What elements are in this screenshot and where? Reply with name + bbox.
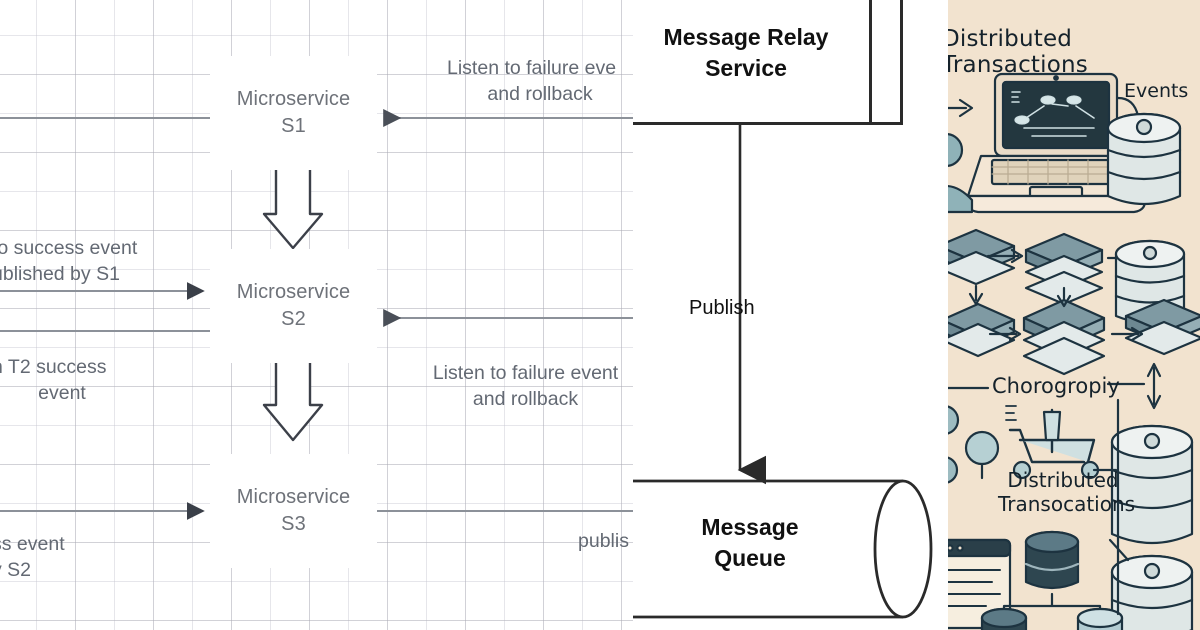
node-microservice-s2[interactable]: Microservice S2 [210,249,377,363]
browser-window-icon [948,538,1012,630]
arrow-icon-left [948,98,974,118]
stacked-layers-icon-1 [948,228,1016,286]
double-arrow-icon [1146,362,1162,410]
node-s3-line1: Microservice [236,486,351,508]
label-s2-publish-t2-line1: h T2 success [0,356,107,378]
relay-box-divider [869,0,872,125]
queue-label-line2: Queue [714,545,786,572]
node-s3-line2: S3 [281,513,306,535]
stacked-layers-icon-5 [1124,298,1200,356]
relay-label-line2: Service [705,54,787,81]
illustration-title: Distributed Transactions [948,26,1088,78]
person-icon [948,133,974,214]
label-s1-listen-failure-line2: and rollback [487,82,593,105]
label-s2-listen-success-line1: to success event [0,237,138,259]
stacked-layers-icon-4 [1022,298,1106,376]
node-s2-line2: S2 [281,308,306,330]
queue-label-line1: Message [701,514,799,540]
node-s2-line1: Microservice [236,281,351,303]
label-s2-listen-failure-line2: and rollback [472,387,579,410]
message-relay-service-label: Message Relay Service [633,22,871,83]
label-s3-listen-success-line2: y S2 [0,558,32,581]
label-s2-publish-t2-line2: event [38,381,86,404]
illustration-graphics [948,0,1200,630]
relay-to-queue-connector [633,125,933,619]
message-relay-service-box[interactable] [633,0,903,125]
label-s2-listen-success: to success event ublished by S1 [0,236,137,288]
label-s3-listen-success-line1: ss event [0,533,65,555]
message-queue-label: Message Queue [633,512,875,574]
label-s3-listen-success: ss event y S2 [0,532,65,584]
illustration-distributed-label: Distributed Transocations [998,468,1136,516]
illustration-choreography-label: Chorogropiy [992,374,1120,398]
label-s2-listen-failure-line1: Listen to failure event [432,362,619,384]
illustration-events-label: Events [1124,80,1189,102]
distributed-transactions-illustration-panel: Distributed Transactions Events Chorogro… [948,0,1200,630]
publish-label: Publish [689,297,755,319]
message-queue-cylinder [633,479,933,619]
node-microservice-s1[interactable]: Microservice S1 [210,56,377,170]
laptop-icon [966,72,1146,214]
relay-label-line1: Message Relay [663,24,829,50]
label-s3-publish: publis [578,530,629,552]
node-s1-line1: Microservice [236,88,351,110]
label-s2-listen-success-line2: ublished by S1 [0,262,120,285]
magnifier-icon [948,405,1000,484]
diagram-connectors [0,109,633,520]
label-s1-listen-failure-line1: Listen to failure eve [447,57,617,79]
database-cylinder-icon-3 [1110,424,1194,545]
illustration-distributed-line1: Distributed [1007,468,1119,492]
database-cylinder-icon [1106,112,1182,206]
label-s1-listen-failure: Listen to failure eve and rollback [447,56,633,108]
block-arrow-s2-s3 [262,363,324,442]
saga-choreography-diagram-panel: Microservice S1 Microservice S2 Microser… [0,0,633,630]
cart-icon [1005,405,1100,480]
database-cylinder-icon-4 [1110,554,1194,630]
database-tree-icon [980,530,1124,630]
block-arrow-s1-s2 [262,170,324,250]
illustration-distributed-line2: Transocations [998,492,1136,516]
node-s1-line2: S1 [281,115,306,137]
node-microservice-s3[interactable]: Microservice S3 [210,454,377,568]
label-s2-publish-t2: h T2 success event [0,355,132,407]
message-relay-panel: Message Relay Service Publish Message Qu… [633,0,948,630]
label-s2-listen-failure: Listen to failure event and rollback [418,361,633,413]
